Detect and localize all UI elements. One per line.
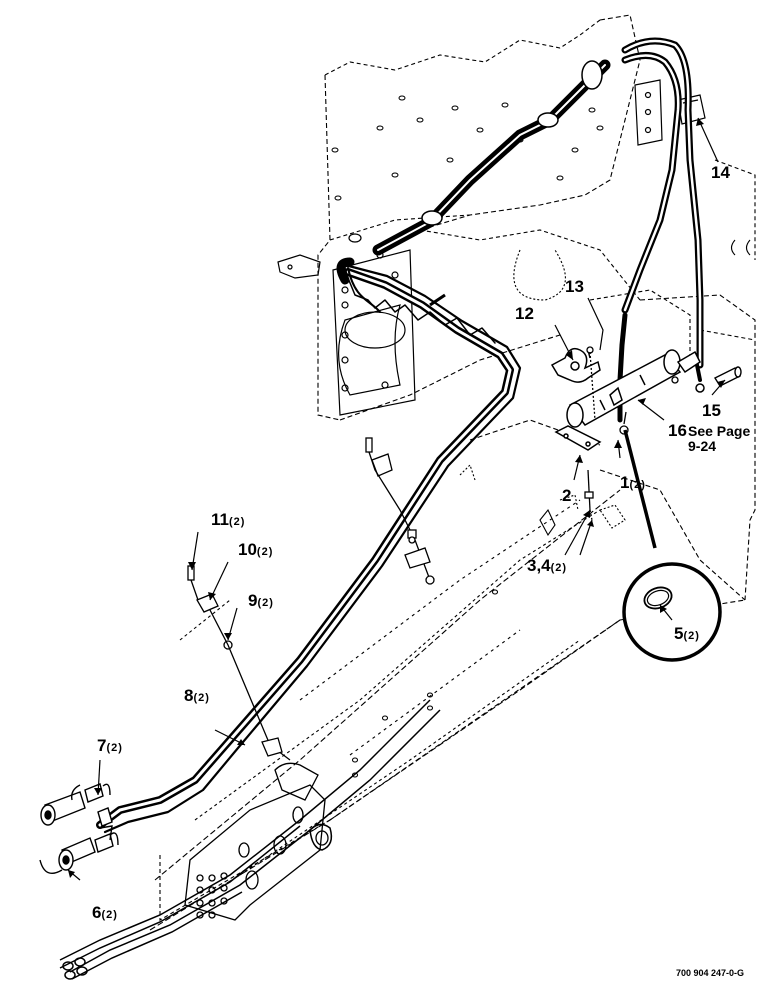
callout-7: 7(2): [97, 737, 123, 755]
callout-7-number: 7: [97, 736, 107, 755]
callout-5-quantity: (2): [683, 630, 700, 642]
mounting-plate: [554, 425, 602, 451]
callout-1-number: 1: [620, 473, 630, 492]
callout-2: 2: [562, 487, 571, 505]
callout-6-number: 6: [92, 903, 102, 922]
u-clamp: [550, 347, 601, 383]
callout-5: 5(2): [674, 625, 700, 643]
callout-6-quantity: (2): [101, 909, 118, 921]
hose-clamp-bracket: [634, 79, 706, 146]
callout-14-number: 14: [711, 163, 730, 182]
dust-cap-couplers: [39, 783, 119, 874]
callout-5-number: 5: [674, 624, 684, 643]
callout-6: 6(2): [92, 904, 118, 922]
leader-lines: [67, 117, 726, 881]
callout-1: 1(2): [620, 474, 646, 492]
callout-15-number: 15: [702, 401, 721, 420]
see-page-line-2: 9-24: [688, 437, 717, 454]
callout-3-4-number: 3,4: [527, 556, 551, 575]
callout-3-4: 3,4(2): [527, 557, 567, 575]
see-page-note: See Page 9-24: [688, 424, 750, 453]
callout-10-quantity: (2): [256, 546, 274, 558]
callout-10: 10(2): [238, 541, 273, 559]
callout-3-4-quantity: (2): [550, 562, 568, 574]
callout-7-quantity: (2): [106, 742, 123, 754]
leader-arrowheads: [68, 118, 725, 878]
callout-11: 11(2): [211, 511, 245, 529]
hydraulic-cylinder: [566, 349, 701, 428]
callout-10-number: 10: [238, 540, 257, 559]
upper-mounting-plate: [277, 233, 446, 416]
hydraulic-hose-pair: [96, 263, 522, 834]
upper-hose-run: [336, 59, 611, 285]
callout-8-quantity: (2): [193, 692, 210, 704]
callout-16-number: 16: [668, 421, 687, 440]
drawing-part-number: 700 904 247-0-G: [675, 968, 744, 978]
callout-8: 8(2): [184, 687, 210, 705]
callout-9: 9(2): [248, 592, 274, 610]
cylinder-supply-hoses: [617, 37, 705, 423]
callout-12-number: 12: [515, 304, 534, 323]
callout-14: 14: [711, 164, 730, 182]
callout-11-number: 11: [211, 510, 229, 529]
callout-12: 12: [515, 305, 534, 323]
bolt-set: [584, 346, 679, 521]
frame-outline: [317, 14, 756, 601]
o-ring-detail: [622, 429, 722, 662]
callout-2-number: 2: [562, 486, 572, 505]
lower-hose-pair: [59, 699, 441, 980]
see-page-line-1: See Page: [688, 423, 751, 439]
panel-holes: [331, 95, 604, 201]
callout-9-quantity: (2): [257, 597, 274, 609]
callout-9-number: 9: [248, 591, 258, 610]
callout-1-quantity: (2): [629, 479, 646, 491]
callout-15: 15: [702, 402, 721, 420]
callout-13-number: 13: [565, 277, 584, 296]
callout-8-number: 8: [184, 686, 194, 705]
callout-13: 13: [565, 278, 584, 296]
callout-16: 16: [668, 422, 687, 440]
callout-11-quantity: (2): [228, 516, 246, 528]
hose-support-bracket: [187, 437, 435, 761]
